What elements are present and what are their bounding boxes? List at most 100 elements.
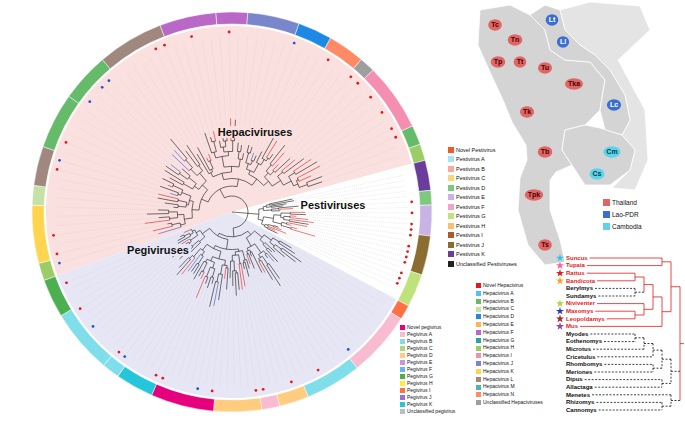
host-branch (635, 292, 644, 293)
tree-branch (235, 273, 236, 296)
tip-leader (321, 131, 388, 166)
tree-branch (199, 271, 202, 276)
tree-branch (249, 171, 251, 175)
clade-label: Pegiviruses (125, 244, 191, 256)
province-code: Cm (606, 148, 617, 156)
tree-branch (225, 141, 227, 147)
legend-item: Novel Hepacivirus (476, 283, 523, 289)
host-genus: Mus (566, 323, 578, 330)
legend-text: Pegivirus D (407, 353, 433, 359)
country-outline (530, 5, 630, 135)
tip-leader (233, 287, 234, 388)
tip-marker (154, 48, 157, 51)
legend-swatch (476, 353, 481, 358)
tree-branch (184, 233, 189, 236)
legend-text: Pestivirus K (456, 251, 485, 257)
tree-branch (279, 208, 293, 210)
tip-leader (61, 170, 157, 193)
tip-marker (163, 44, 166, 47)
tree-branch (271, 208, 278, 210)
tip-marker (88, 100, 91, 103)
tip-leader (257, 50, 302, 154)
ring-segment (43, 96, 79, 150)
host-branch (644, 309, 653, 310)
ring-segment (414, 160, 431, 191)
legend-swatch (400, 353, 405, 358)
province-area (590, 168, 605, 180)
province-area (607, 99, 621, 111)
legend-item: Hepacivirus N (476, 392, 514, 398)
tree-branch (307, 176, 322, 182)
tree-branch (266, 249, 277, 261)
legend-item: Hepacivirus K (476, 369, 514, 375)
legend-text: Pestivirus F (456, 204, 485, 210)
tree-branch (283, 181, 291, 185)
tip-leader (309, 220, 407, 230)
tree-branch (233, 228, 235, 237)
tree-branch (203, 263, 207, 272)
tree-branch (281, 250, 296, 262)
tree-branch (270, 242, 275, 246)
tree-branch (259, 254, 261, 257)
legend-swatch (448, 166, 454, 172)
legend-text: Pegivirus C (407, 346, 433, 352)
tree-branch (220, 189, 225, 198)
tip-marker (118, 351, 121, 354)
legend-swatch (400, 395, 405, 400)
province-area (603, 146, 620, 158)
host-branch (592, 394, 671, 395)
legend-swatch (603, 211, 610, 218)
legend-text: Pestivirus D (456, 185, 485, 191)
tip-leader (318, 122, 384, 161)
tip-leader (57, 198, 173, 207)
tree-branch (248, 231, 251, 235)
host-star (556, 315, 564, 323)
tip-leader (245, 270, 270, 384)
tree-branch (282, 222, 287, 223)
legend-swatch (448, 175, 454, 181)
tip-leader (178, 289, 207, 380)
legend-item: Pegivirus G (400, 374, 433, 380)
tree-branch (250, 253, 252, 257)
tree-branch (264, 235, 271, 240)
tree-branch (178, 194, 181, 196)
tree-branch (272, 210, 281, 211)
tip-leader (285, 258, 365, 327)
tip-leader (99, 97, 181, 168)
ring-segment (398, 271, 422, 306)
tip-leader (101, 260, 179, 330)
host-branch (590, 334, 635, 335)
tree-branch (178, 200, 187, 202)
legend-swatch (400, 381, 405, 386)
tip-marker (347, 348, 350, 351)
tip-leader (57, 224, 143, 235)
province-code: Tk (523, 108, 531, 116)
host-branch (671, 400, 680, 401)
legend-item: Pestivirus I (448, 232, 483, 238)
legend-item: Pegivirus H (400, 381, 433, 387)
tree-branch (259, 259, 260, 261)
tree-branch (181, 224, 186, 225)
ring-segment (213, 398, 262, 412)
tree-branch (262, 256, 268, 264)
tip-leader (323, 156, 399, 181)
tree-branch (286, 224, 291, 225)
tree-branch (192, 209, 199, 210)
host-branch (680, 343, 684, 344)
host-branch (653, 350, 662, 351)
tree-branch (158, 209, 169, 210)
tree-branch (189, 200, 193, 201)
tip-marker (403, 261, 406, 264)
host-genus: Leopoldamys (566, 316, 605, 323)
legend-swatch (448, 261, 454, 267)
tree-branch (196, 276, 205, 298)
tip-leader (275, 58, 318, 135)
tip-leader (302, 263, 375, 315)
legend-item: Pegivirus F (400, 367, 432, 373)
tree-branch (172, 223, 180, 225)
host-genus: Menetes (566, 392, 590, 399)
legend-text: Pegivirus G (407, 374, 433, 380)
tree-branch (208, 186, 237, 202)
tree-branch (260, 240, 264, 244)
